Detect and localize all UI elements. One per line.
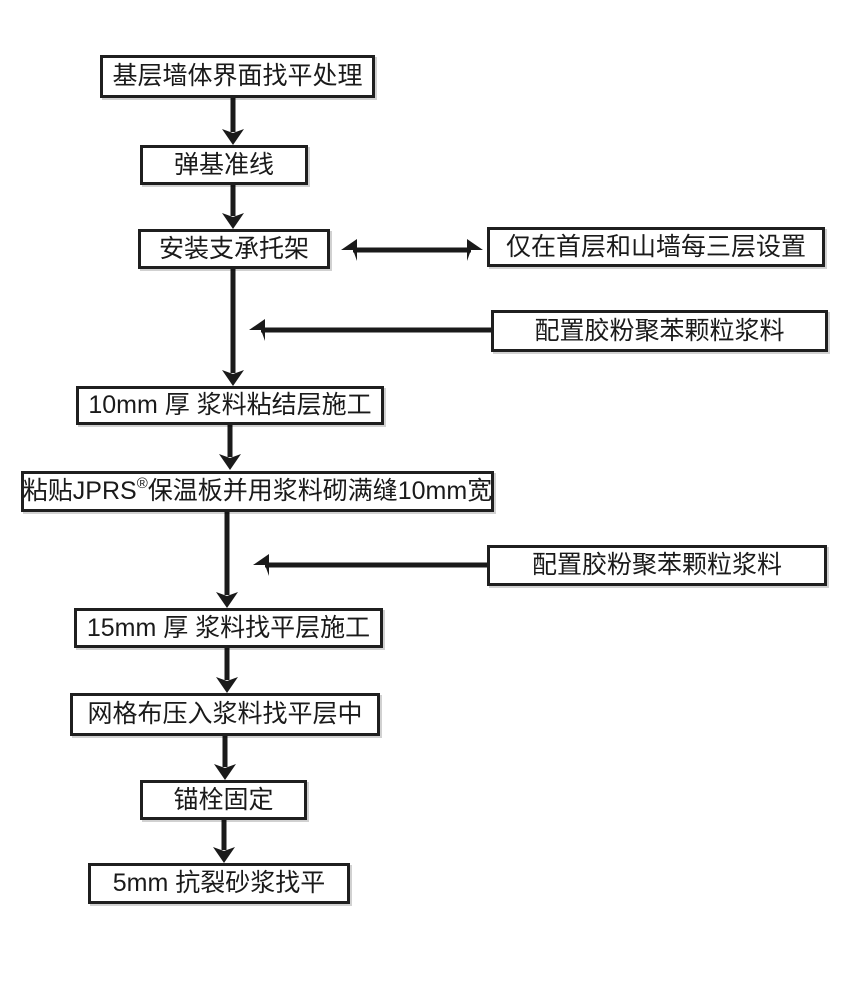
flow-node-insulation-board: 粘贴JPRS®保温板并用浆料砌满缝10mm宽 xyxy=(21,471,494,512)
flow-node-support-bracket: 安装支承托架 xyxy=(138,229,330,269)
arrow-support-bracket-to-bonding-layer xyxy=(222,269,244,386)
flow-node-bracket-note: 仅在首层和山墙每三层设置 xyxy=(487,227,825,267)
registered-trademark-symbol: ® xyxy=(136,475,148,492)
flow-node-datum-line: 弹基准线 xyxy=(140,145,308,185)
flow-node-bonding-layer: 10mm 厚 浆料粘结层施工 xyxy=(76,386,384,425)
arrow-datum-line-to-support-bracket xyxy=(222,185,244,229)
arrow-mesh-cloth-to-anchor-bolt xyxy=(214,736,236,780)
flow-node-leveling-layer: 15mm 厚 浆料找平层施工 xyxy=(74,608,383,648)
arrow-base-leveling-to-datum-line xyxy=(222,98,244,145)
flow-node-mesh-cloth: 网格布压入浆料找平层中 xyxy=(70,693,380,736)
flow-node-slurry-prep-2: 配置胶粉聚苯颗粒浆料 xyxy=(487,545,827,586)
flow-node-anti-crack-mortar: 5mm 抗裂砂浆找平 xyxy=(88,863,350,904)
flow-node-anchor-bolt: 锚栓固定 xyxy=(140,780,307,820)
arrow-slurry-prep-2-into-flow xyxy=(253,554,487,576)
arrow-bonding-layer-to-insulation-board xyxy=(219,425,241,470)
arrow-both-support-bracket-bracket-note xyxy=(341,239,483,261)
insulation-board-label-suffix: 保温板并用浆料砌满缝10mm宽 xyxy=(147,477,493,505)
flow-node-slurry-prep-1: 配置胶粉聚苯颗粒浆料 xyxy=(491,310,828,352)
arrow-insulation-board-to-leveling-layer xyxy=(216,512,238,608)
arrow-leveling-layer-to-mesh-cloth xyxy=(216,648,238,693)
arrow-anchor-bolt-to-anti-crack xyxy=(213,820,235,863)
flow-node-base-wall-leveling: 基层墙体界面找平处理 xyxy=(100,55,375,98)
insulation-board-label-prefix: 粘贴JPRS xyxy=(22,477,137,505)
arrow-slurry-prep-1-into-flow xyxy=(249,319,491,341)
